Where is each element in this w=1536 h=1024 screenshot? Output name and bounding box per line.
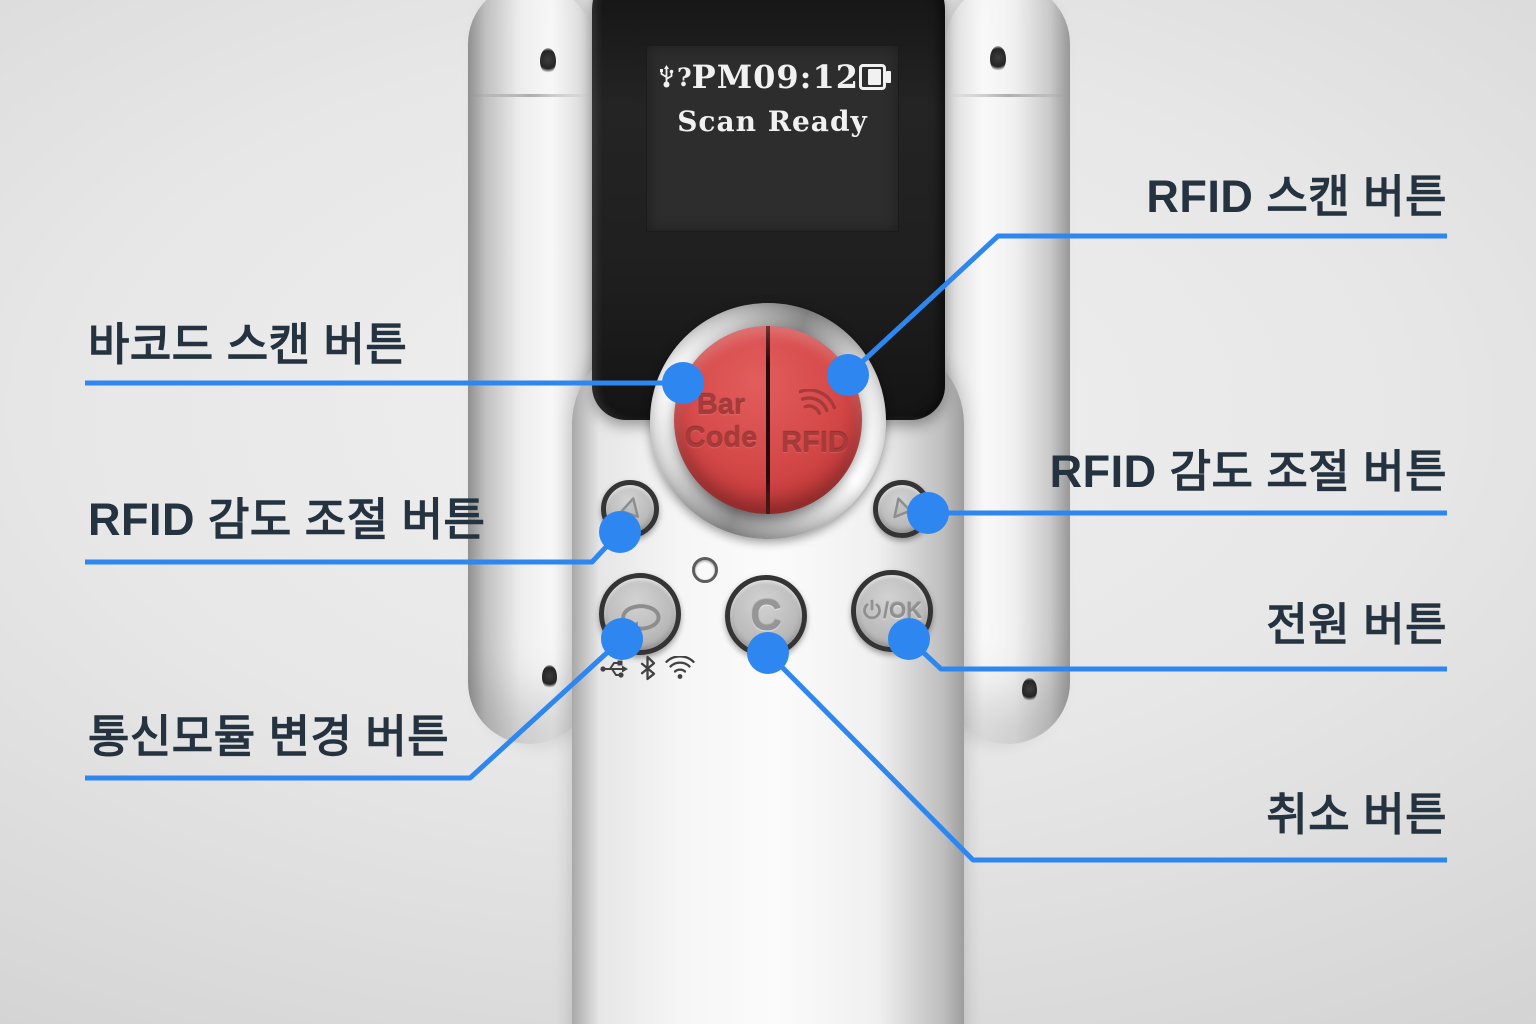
callout-line-rfid-scan: [846, 233, 1447, 377]
screen-time: PM09:12: [691, 58, 860, 96]
rfid-scan-key: RFID: [768, 326, 862, 514]
screw-hole: [540, 48, 556, 74]
triangle-right-icon: [893, 497, 912, 519]
callout-dot-rfid-sensitivity-right: [907, 492, 949, 534]
barcode-scan-key: Bar Code: [674, 326, 768, 514]
callout-dot-cancel: [747, 632, 789, 674]
callout-line-comm-module: [85, 637, 624, 781]
label-comm-module-button: 통신모듈 변경 버튼: [88, 711, 450, 762]
screen-display: ? PM09:12 Scan Ready: [646, 45, 899, 232]
label-rfid-sensitivity-button-left: RFID 감도 조절 버튼: [88, 494, 486, 545]
dual-scan-button: Bar Code RFID: [674, 326, 862, 514]
callout-line-cancel: [766, 651, 1447, 863]
callout-dot-barcode-scan: [662, 362, 704, 404]
grip-seam: [950, 94, 1066, 97]
mic-hole: [692, 557, 718, 583]
usb-status-indicator: ?: [659, 65, 692, 90]
label-rfid-sensitivity-button-right: RFID 감도 조절 버튼: [1049, 446, 1447, 497]
battery-icon: [859, 64, 891, 90]
bluetooth-icon: [640, 655, 656, 681]
screw-hole: [990, 46, 1006, 72]
screen-status-text: Scan Ready: [677, 105, 868, 138]
device-right-grip: [946, 0, 1070, 744]
wifi-icon: [665, 656, 695, 679]
screw-hole: [542, 665, 557, 689]
rfid-key-label: RFID: [781, 426, 849, 459]
label-cancel-button: 취소 버튼: [1266, 789, 1447, 840]
screw-hole: [1022, 678, 1037, 702]
question-indicator: ?: [677, 62, 692, 92]
barcode-key-label: Bar Code: [684, 389, 758, 454]
grip-seam: [472, 94, 588, 97]
device-left-grip: [468, 0, 592, 744]
rfid-wave-icon: [799, 388, 837, 415]
screen-status-bar: ? PM09:12: [647, 46, 898, 96]
callout-dot-power: [888, 618, 930, 660]
power-key-label: /OK: [882, 598, 923, 623]
usb-icon: [660, 65, 674, 88]
power-icon: [863, 599, 881, 620]
usb-icon: [600, 660, 628, 678]
scan-button-divider: [766, 326, 770, 514]
label-rfid-scan-button: RFID 스캔 버튼: [1146, 171, 1447, 222]
callout-dot-rfid-sensitivity-left: [599, 511, 641, 553]
label-barcode-scan-button: 바코드 스캔 버튼: [88, 319, 408, 370]
callout-dot-rfid-scan: [827, 354, 869, 396]
cancel-key-label: C: [750, 591, 782, 640]
connectivity-icons: [600, 655, 695, 681]
label-power-button: 전원 버튼: [1266, 599, 1447, 650]
callout-dot-comm-module: [601, 618, 643, 660]
